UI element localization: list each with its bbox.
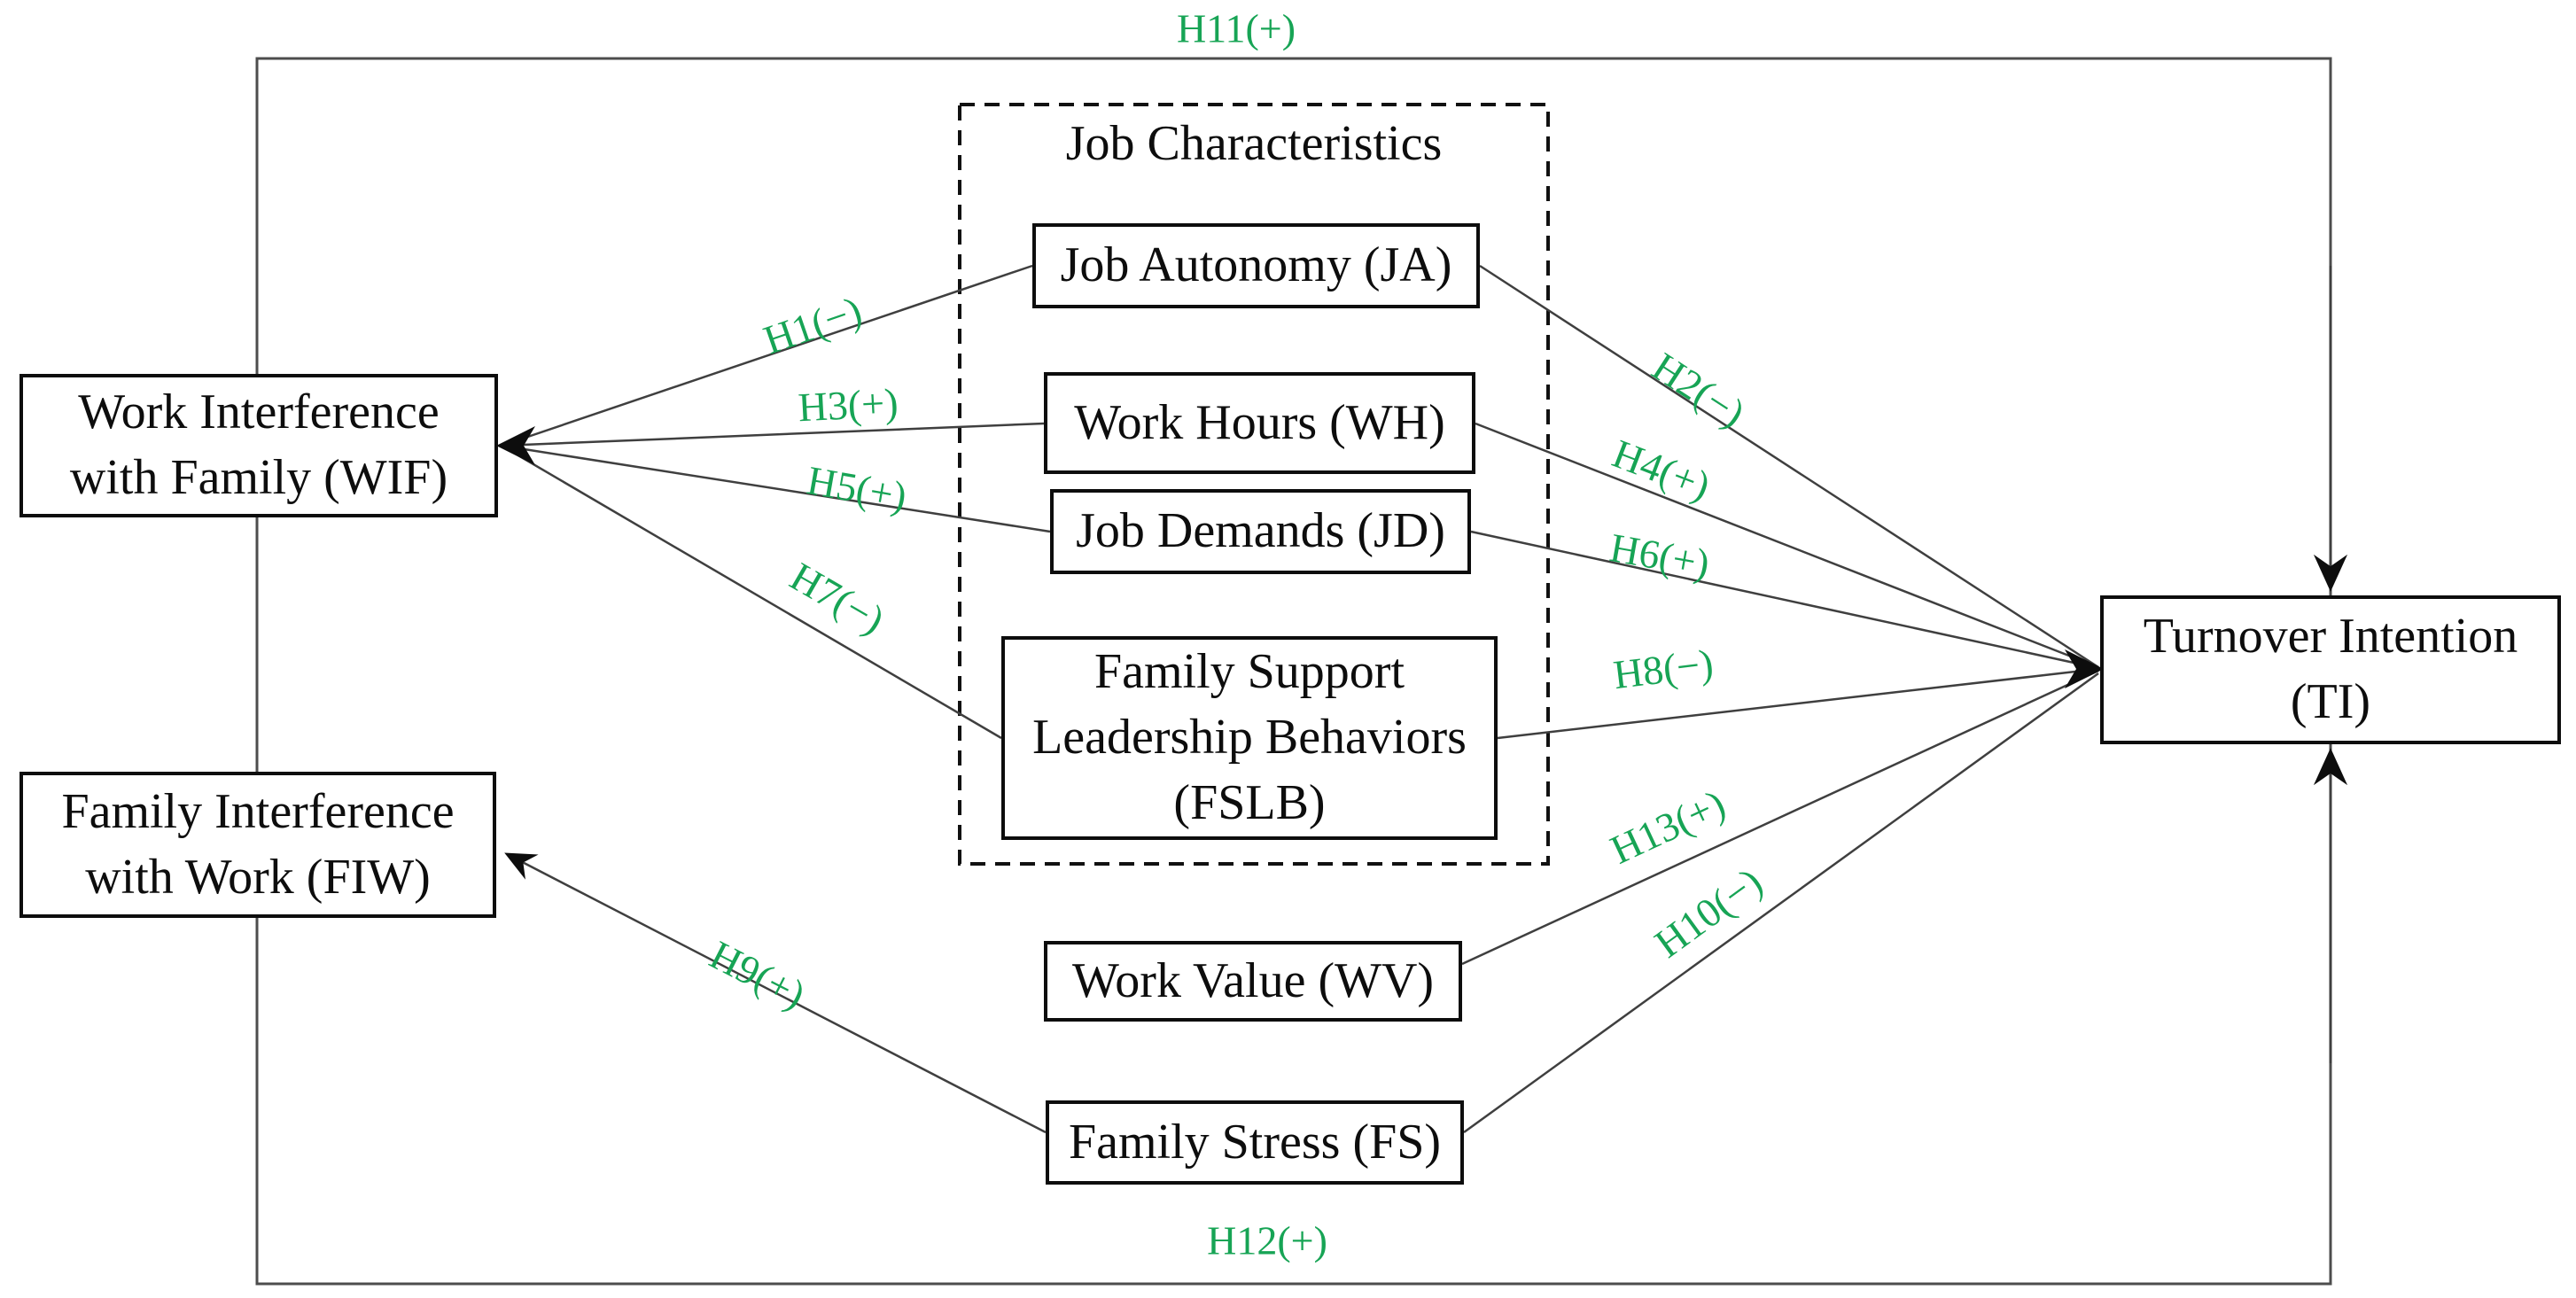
connector-h7 <box>501 444 1002 740</box>
ti-arrowhead <box>2065 649 2104 688</box>
node-work-hours: Work Hours (WH) <box>1044 372 1475 474</box>
node-family-interference-with-work: Family Interference with Work (FIW) <box>19 772 496 918</box>
connector-h6 <box>1470 530 2099 670</box>
connector-h9 <box>504 852 1047 1134</box>
connector-h8 <box>1497 667 2099 740</box>
hypothesis-label-h11: H11(+) <box>1176 5 1296 51</box>
wif-arrowhead <box>496 426 535 465</box>
hypothesis-label-h3: H3(+) <box>797 379 899 431</box>
hypothesis-label-h12: H12(+) <box>1207 1217 1327 1263</box>
job-characteristics-group-box <box>958 103 1550 866</box>
connector-h10 <box>1463 672 2099 1134</box>
node-work-interference-with-family: Work Interference with Family (WIF) <box>19 374 498 517</box>
node-turnover-intention: Turnover Intention (TI) <box>2100 595 2561 744</box>
job-characteristics-title: Job Characteristics <box>1065 116 1443 171</box>
connector-h4 <box>1475 422 2099 669</box>
node-work-value: Work Value (WV) <box>1044 941 1462 1022</box>
connector-h1 <box>501 264 1033 447</box>
connector-h13 <box>1461 669 2099 966</box>
connector-h5 <box>501 444 1051 533</box>
node-family-support-leadership-behaviors: Family Support Leadership Behaviors (FSL… <box>1001 636 1498 840</box>
connector-h2 <box>1479 264 2099 669</box>
node-family-stress: Family Stress (FS) <box>1046 1100 1464 1185</box>
node-job-demands: Job Demands (JD) <box>1050 489 1471 574</box>
connector-h3 <box>501 422 1045 447</box>
node-job-autonomy: Job Autonomy (JA) <box>1032 223 1480 308</box>
